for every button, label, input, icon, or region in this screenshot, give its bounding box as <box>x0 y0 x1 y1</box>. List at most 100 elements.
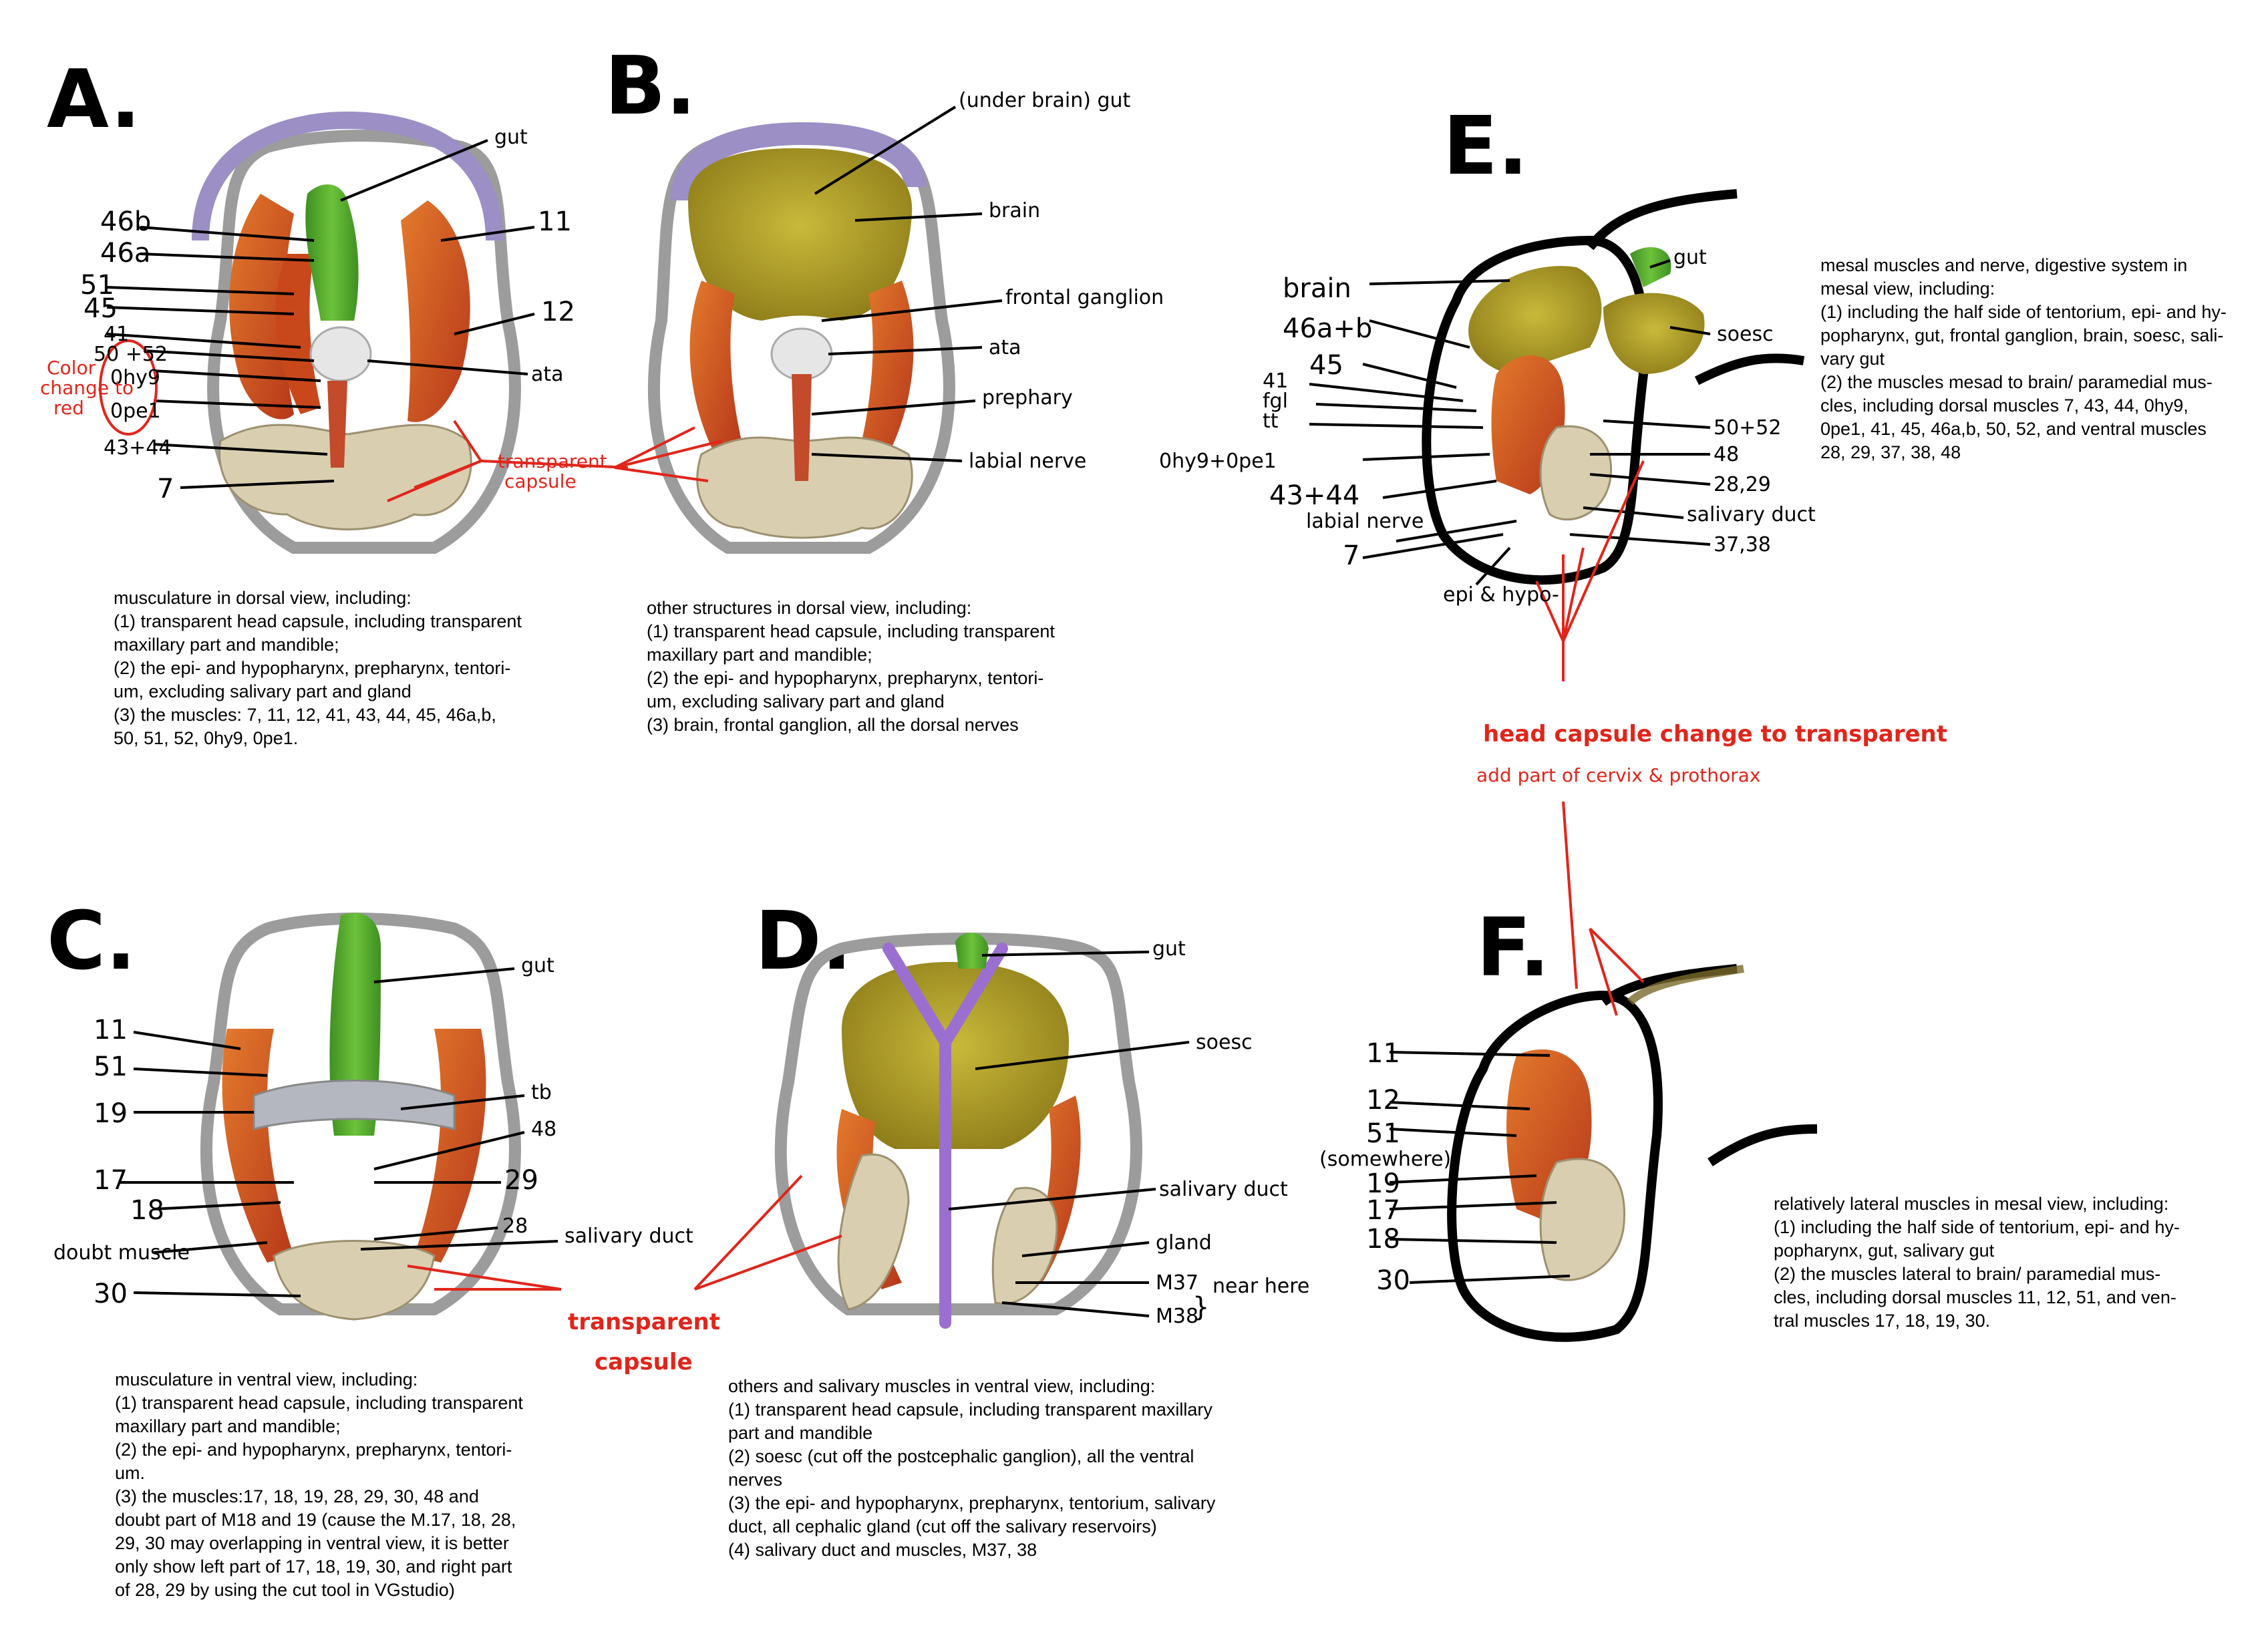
label-41: 41 <box>104 323 129 346</box>
description-e: mesal muscles and nerve, digestive syste… <box>1820 255 2227 462</box>
label-11: 11 <box>94 1015 128 1045</box>
label-salivary-duct: salivary duct <box>1687 503 1816 526</box>
label-11: 11 <box>1366 1038 1400 1069</box>
panel-b: B. <box>605 40 955 554</box>
label-0hy9-0pe1: 0hy9+0pe1 <box>1159 450 1277 473</box>
panel-c-letter: C. <box>47 895 136 988</box>
panel-e-letter: E. <box>1443 100 1528 193</box>
muscle-11-right <box>401 200 470 422</box>
description-b: other structures in dorsal view, includi… <box>647 598 1055 735</box>
label-29: 29 <box>504 1165 538 1196</box>
panel-b-letter: B. <box>605 40 696 133</box>
tentorium-base <box>273 1240 436 1321</box>
label-epi-hypo: epi & hypo- <box>1443 583 1559 607</box>
label-labial-nerve: labial nerve <box>1306 510 1424 533</box>
capsule-d-2: capsule <box>595 1349 693 1375</box>
label-brain: brain <box>1283 273 1351 304</box>
label-7: 7 <box>157 474 174 504</box>
description-d: others and salivary muscles in ventral v… <box>728 1376 1216 1560</box>
muscle-right-d <box>1022 1096 1081 1283</box>
labels-f: 11 12 51 (somewhere) 19 17 18 30 <box>1319 1038 1451 1296</box>
capsule-a-1: transparent <box>498 450 607 472</box>
tentorium-e <box>1539 425 1612 521</box>
panel-d-letter: D. <box>755 895 852 988</box>
label-prephary: prephary <box>982 386 1073 410</box>
note-color-3: red <box>53 397 84 419</box>
brain-b <box>688 148 913 321</box>
gland-left <box>837 1153 910 1311</box>
capsule-d-1: transparent <box>568 1309 720 1335</box>
label-m38: M38 <box>1156 1305 1198 1328</box>
description-c: musculature in ventral view, including: … <box>115 1369 523 1600</box>
label-51: 51 <box>94 1051 128 1082</box>
label-soesc: soesc <box>1196 1031 1253 1054</box>
label-17: 17 <box>1366 1195 1400 1226</box>
label-18: 18 <box>130 1195 164 1226</box>
label-46b: 46b <box>100 206 151 237</box>
gut-a <box>305 184 359 321</box>
ata-a <box>309 326 372 382</box>
sketch-neck <box>1586 189 1805 385</box>
tentorial-bridge <box>253 1080 456 1130</box>
label-0hy9: 0hy9 <box>110 366 160 389</box>
prepharynx-a <box>327 381 347 468</box>
muscle-right-b <box>862 281 914 454</box>
label-tt: tt <box>1263 410 1279 433</box>
label-43-44: 43+44 <box>1269 480 1359 511</box>
sketch-head-outline <box>1422 235 1649 585</box>
description-a: musculature in dorsal view, including: (… <box>114 588 522 748</box>
label-19: 19 <box>94 1098 128 1129</box>
capsule-a-2: capsule <box>504 470 577 492</box>
labels-e: brain 46a+b 45 41 fgl tt 0hy9+0pe1 43+44… <box>1159 246 1816 607</box>
label-ata: ata <box>531 363 564 386</box>
label-doubt-muscle: doubt muscle <box>53 1241 190 1265</box>
gut-d <box>955 933 989 969</box>
soesc-d <box>842 962 1069 1149</box>
muscle-left-c <box>222 1029 294 1263</box>
soesc-e <box>1603 293 1705 374</box>
label-46a: 46a <box>100 238 150 269</box>
cervix-overlay <box>1627 965 1744 1005</box>
label-46ab: 46a+b <box>1283 313 1372 344</box>
label-48: 48 <box>531 1118 556 1141</box>
leader-lines <box>106 106 1711 1317</box>
sketch-head-outline <box>1447 990 1663 1342</box>
description-f: relatively lateral muscles in mesal view… <box>1774 1194 2180 1331</box>
label-gut: gut <box>1152 937 1186 961</box>
label-11: 11 <box>538 206 572 237</box>
label-gland: gland <box>1156 1231 1212 1255</box>
capsule-top-arc <box>192 111 503 241</box>
label-28-29: 28,29 <box>1714 473 1771 496</box>
label-45: 45 <box>84 293 118 324</box>
label-gut: gut <box>1673 246 1707 269</box>
label-salivary-duct: salivary duct <box>564 1225 693 1248</box>
tentorium-f <box>1539 1158 1625 1281</box>
prepharynx-b <box>792 374 812 481</box>
muscle-right-c <box>414 1029 486 1263</box>
label-51: 51 <box>80 270 114 301</box>
label-12: 12 <box>541 297 575 327</box>
panel-a-letter: A. <box>47 53 141 146</box>
head-capsule-outline <box>207 130 521 554</box>
label-30: 30 <box>94 1279 128 1309</box>
label-12: 12 <box>1366 1085 1400 1116</box>
label-41: 41 <box>1263 369 1288 393</box>
label-tb: tb <box>531 1081 552 1104</box>
note-color-1: Color <box>47 357 96 379</box>
label-frontal-ganglion: frontal ganglion <box>1005 286 1164 309</box>
label-45: 45 <box>1309 350 1343 381</box>
label-gut: gut <box>521 954 554 977</box>
panel-c: C. <box>47 895 521 1321</box>
label-ata: ata <box>989 336 1021 359</box>
salivary-duct-overlay <box>882 943 1008 1329</box>
label-salivary-duct: salivary duct <box>1159 1178 1288 1201</box>
panel-f: F. <box>1447 902 1818 1342</box>
label-somewhere: (somewhere) <box>1319 1148 1451 1171</box>
ef-note: head capsule change to transparent add p… <box>1476 721 1947 786</box>
ef-note-1: head capsule change to transparent <box>1483 721 1947 748</box>
labels-b: (under brain) gut brain frontal ganglion… <box>959 89 1164 473</box>
label-near-here: near here <box>1212 1275 1309 1298</box>
panel-e: E. <box>1422 100 1805 585</box>
labels-c: gut 11 51 19 17 18 doubt muscle 30 tb 48… <box>53 954 693 1309</box>
